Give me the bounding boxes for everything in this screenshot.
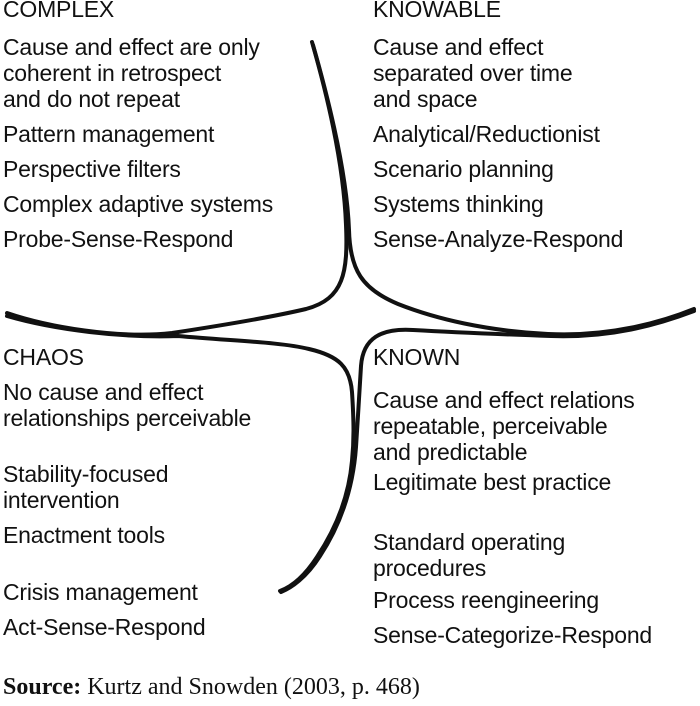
quadrant-chaos: CHAOS No cause and effect relationships … bbox=[3, 344, 348, 640]
quadrant-known: KNOWN Cause and effect relations repeata… bbox=[373, 344, 699, 648]
chaos-item-crisis-management: Crisis management bbox=[3, 579, 198, 605]
known-item-sense-categorize-respond: Sense-Categorize-Respond bbox=[373, 622, 653, 648]
source-label: Source: bbox=[3, 674, 82, 700]
knowable-item-sense-analyze-respond: Sense-Analyze-Respond bbox=[373, 226, 624, 252]
knowable-item-analytical-reductionist: Analytical/Reductionist bbox=[373, 121, 600, 147]
quadrant-complex-title: COMPLEX bbox=[3, 0, 115, 22]
known-item-standard-operating-procedures: Standard operating procedures bbox=[373, 529, 566, 581]
known-item-legitimate-best-practice: Legitimate best practice bbox=[373, 469, 612, 495]
chaos-item-no-cause-effect: No cause and effect relationships percei… bbox=[3, 379, 252, 431]
known-item-process-reengineering: Process reengineering bbox=[373, 587, 599, 613]
chaos-item-enactment-tools: Enactment tools bbox=[3, 522, 165, 548]
quadrant-knowable: KNOWABLE Cause and effect separated over… bbox=[373, 0, 699, 252]
quadrant-knowable-title: KNOWABLE bbox=[373, 0, 501, 22]
chaos-item-act-sense-respond: Act-Sense-Respond bbox=[3, 614, 206, 640]
knowable-item-systems-thinking: Systems thinking bbox=[373, 191, 544, 217]
source-citation: Source: Kurtz and Snowden (2003, p. 468) bbox=[3, 672, 420, 702]
known-item-cause-effect-relations: Cause and effect relations repeatable, p… bbox=[373, 387, 635, 465]
source-text: Kurtz and Snowden (2003, p. 468) bbox=[81, 674, 420, 700]
knowable-item-scenario-planning: Scenario planning bbox=[373, 156, 554, 182]
quadrant-chaos-title: CHAOS bbox=[3, 344, 84, 370]
complex-item-complex-adaptive-systems: Complex adaptive systems bbox=[3, 191, 274, 217]
knowable-item-cause-effect: Cause and effect separated over time and… bbox=[373, 34, 573, 112]
complex-item-pattern-management: Pattern management bbox=[3, 121, 215, 147]
quadrant-known-title: KNOWN bbox=[373, 344, 461, 370]
complex-item-perspective-filters: Perspective filters bbox=[3, 156, 181, 182]
chaos-item-stability-focused-intervention: Stability-focused intervention bbox=[3, 461, 169, 513]
complex-item-probe-sense-respond: Probe-Sense-Respond bbox=[3, 226, 234, 252]
complex-item-cause-effect: Cause and effect are only coherent in re… bbox=[3, 34, 260, 112]
quadrant-complex: COMPLEX Cause and effect are only cohere… bbox=[3, 0, 348, 252]
